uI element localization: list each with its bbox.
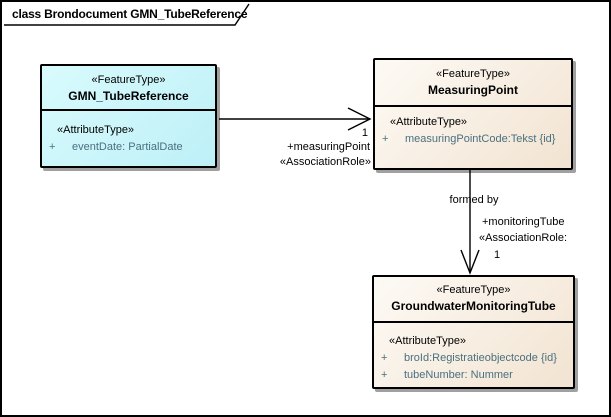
role-label: +monitoringTube	[482, 216, 565, 228]
attribute-visibility: +	[381, 369, 388, 381]
attributes-compartment: «AttributeType» + broId:Registratieobjec…	[374, 323, 573, 384]
attribute-row: + eventDate: PartialDate	[42, 139, 215, 156]
role-label: +measuringPoint	[287, 141, 370, 153]
class-stereotype: «FeatureType»	[436, 284, 511, 296]
attribute-visibility: +	[49, 141, 56, 153]
attribute-row: + broId:Registratieobjectcode {id}	[374, 350, 573, 367]
class-stereotype: «FeatureType»	[436, 68, 510, 80]
class-header: «FeatureType» GMN_TubeReference	[42, 66, 215, 111]
role-stereotype-label: «AssociationRole:	[479, 232, 568, 244]
compartment-stereotype: «AttributeType»	[389, 335, 467, 347]
class-header: «FeatureType» GroundwaterMonitoringTube	[374, 277, 573, 323]
association-name-label: formed by	[449, 194, 499, 206]
class-gmn-tubereference[interactable]: «FeatureType» GMN_TubeReference «Attribu…	[40, 64, 217, 168]
class-groundwatermonitoringtube[interactable]: «FeatureType» GroundwaterMonitoringTube …	[372, 275, 575, 389]
attribute-row: + measuringPointCode:Tekst {id}	[375, 131, 571, 148]
attribute-row: + tubeNumber: Nummer	[374, 367, 573, 384]
role-stereotype-label: «AssociationRole»	[279, 156, 371, 168]
attributes-compartment: «AttributeType» + measuringPointCode:Tek…	[375, 107, 571, 148]
class-measuringpoint[interactable]: «FeatureType» MeasuringPoint «AttributeT…	[373, 58, 573, 170]
association-monitoring-tube[interactable]	[460, 170, 480, 275]
attribute-visibility: +	[381, 352, 388, 364]
compartment-stereotype: «AttributeType»	[57, 124, 135, 136]
class-stereotype: «FeatureType»	[91, 74, 166, 86]
attribute-text: broId:Registratieobjectcode {id}	[404, 352, 557, 364]
attribute-text: eventDate: PartialDate	[72, 141, 183, 153]
diagram-title: class Brondocument GMN_TubeReference	[12, 7, 248, 21]
compartment-stereotype: «AttributeType»	[390, 116, 468, 128]
multiplicity-label: 1	[361, 127, 368, 139]
class-name: GroundwaterMonitoringTube	[391, 299, 556, 313]
attribute-visibility: +	[382, 133, 389, 145]
class-name: GMN_TubeReference	[68, 89, 189, 103]
open-arrowhead-icon	[460, 249, 480, 275]
attributes-compartment: «AttributeType» + eventDate: PartialDate	[42, 111, 215, 156]
class-name: MeasuringPoint	[427, 83, 518, 97]
multiplicity-label: 1	[494, 249, 501, 261]
class-header: «FeatureType» MeasuringPoint	[375, 60, 571, 107]
attribute-text: tubeNumber: Nummer	[404, 369, 513, 381]
attribute-text: measuringPointCode:Tekst {id}	[405, 133, 556, 145]
